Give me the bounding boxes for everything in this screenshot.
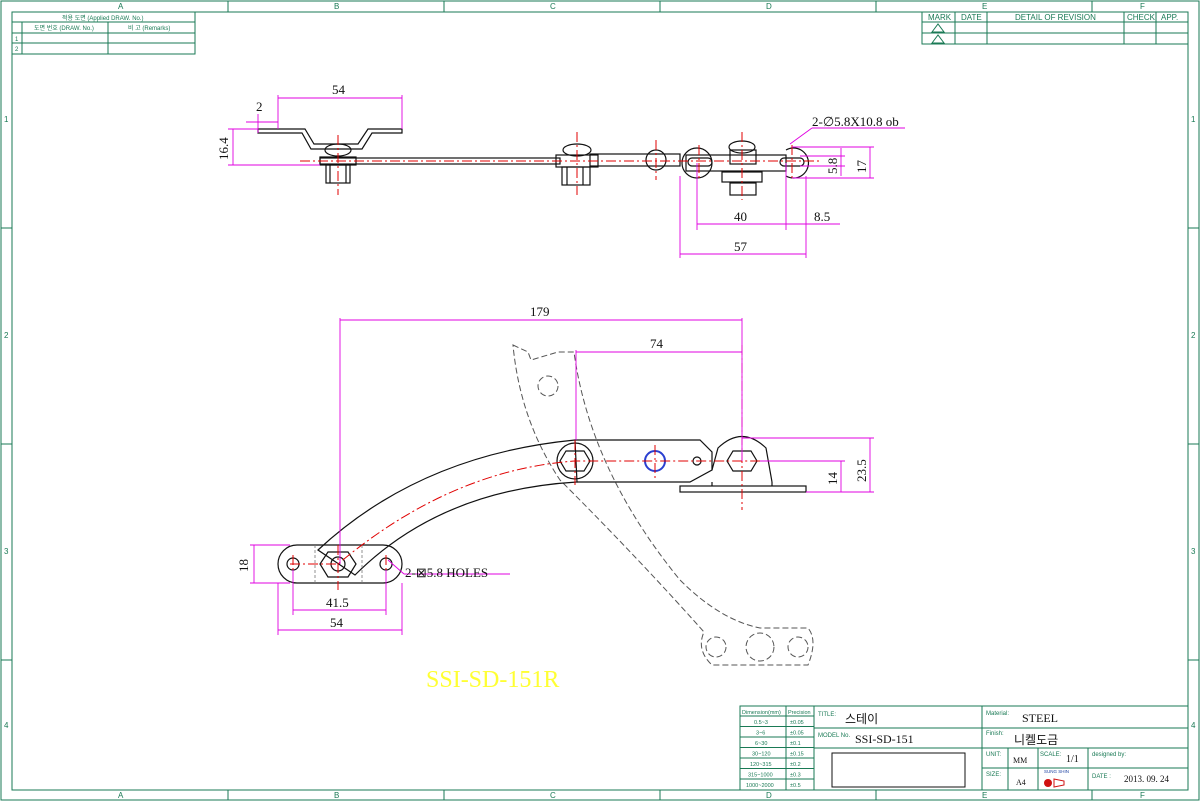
zone-label-right-3: 3 (1191, 547, 1196, 556)
zone-label-bottom-f: F (1140, 791, 1145, 800)
zone-label-bottom-d: D (766, 791, 772, 800)
revision-table: MARK DATE DETAIL OF REVISION CHECK APP. (921, 11, 1189, 45)
tolerance-row-5-prec: ±0.2 (790, 762, 801, 768)
tolerance-dim-header: Dimension(mm) (742, 710, 781, 716)
tolerance-row-7-prec: ±0.5 (790, 783, 801, 789)
zone-label-top-e: E (982, 2, 987, 11)
zone-label-top-c: C (550, 2, 556, 11)
material-label: Material: (986, 711, 1009, 717)
dim-top-8-5: 8.5 (814, 209, 830, 224)
tolerance-row-3-dim: 6~30 (755, 741, 767, 747)
scale-value: 1/1 (1066, 754, 1079, 765)
tolerance-row-7-dim: 1000~2000 (746, 783, 774, 789)
row-number-2: 2 (15, 47, 19, 53)
date-value: 2013. 09. 24 (1124, 774, 1170, 784)
dim-main-74: 74 (650, 336, 664, 351)
applied-drawing-header: 적용 도면 (Applied DRAW. No.) (62, 14, 144, 22)
designed-by-label: designed by: (1092, 752, 1126, 758)
tolerance-row-4-prec: ±0.15 (790, 752, 804, 758)
revision-detail-header: DETAIL OF REVISION (1015, 13, 1096, 22)
revision-check-header: CHECK (1127, 13, 1156, 22)
revision-date-header: DATE (961, 13, 982, 22)
main-view: 179 74 23.5 14 18 2-⊠5.8 HOLES 41.5 54 (236, 304, 874, 666)
applied-drawing-table: 적용 도면 (Applied DRAW. No.) 도면 번호 (DRAW. N… (11, 11, 196, 55)
tolerance-row-4-dim: 30~120 (752, 752, 771, 758)
scale-label: SCALE: (1040, 752, 1062, 758)
tolerance-row-3-prec: ±0.1 (790, 741, 801, 747)
tolerance-row-1-prec: ±0.05 (790, 720, 804, 726)
dim-top-16-4: 16.4 (216, 137, 231, 160)
revision-app-header: APP. (1161, 13, 1178, 22)
dim-main-54: 54 (330, 615, 344, 630)
tolerance-table: Dimension(mm) Precision 0.5~3 ±0.05 3~6 … (739, 705, 815, 791)
tolerance-row-2-dim: 3~6 (756, 731, 765, 737)
dim-main-14: 14 (825, 472, 840, 486)
finish-label: Finish: (986, 731, 1004, 737)
drawing-title: 스테이 (845, 712, 878, 726)
dim-main-23-5: 23.5 (854, 459, 869, 482)
dim-main-41-5: 41.5 (326, 595, 349, 610)
title-block: TITLE: 스테이 MODEL No. SSI-SD-151 Material… (813, 705, 1189, 791)
holes-callout: 2-⊠5.8 HOLES (405, 565, 488, 580)
material-value: STEEL (1022, 711, 1058, 725)
dim-top-40: 40 (734, 209, 747, 224)
tolerance-row-2-prec: ±0.05 (790, 731, 804, 737)
size-value: A4 (1016, 778, 1026, 787)
zone-label-right-2: 2 (1191, 331, 1196, 340)
slot-callout: 2-∅5.8X10.8 ob (812, 114, 899, 129)
dim-main-179: 179 (530, 304, 550, 319)
dim-top-57: 57 (734, 239, 748, 254)
part-number-label: SSI-SD-151R (426, 667, 559, 693)
zone-label-right-1: 1 (1191, 115, 1196, 124)
model-number: SSI-SD-151 (855, 732, 914, 746)
dim-top-2: 2 (256, 99, 263, 114)
dim-top-54: 54 (332, 82, 346, 97)
tolerance-precision-header: Precision (788, 710, 811, 716)
model-label: MODEL No. (818, 733, 850, 739)
tolerance-row-5-dim: 120~315 (750, 762, 772, 768)
unit-value: MM (1013, 756, 1027, 765)
tolerance-row-6-dim: 315~1000 (748, 773, 773, 779)
zone-label-left-3: 3 (4, 547, 9, 556)
remarks-header: 비 고 (Remarks) (128, 24, 170, 32)
zone-label-top-f: F (1140, 2, 1145, 11)
finish-value: 니켈도금 (1014, 733, 1058, 747)
zone-label-bottom-b: B (334, 791, 339, 800)
drawing-no-header: 도면 번호 (DRAW. No.) (34, 24, 94, 32)
dim-top-17: 17 (854, 160, 869, 174)
dim-main-18: 18 (236, 559, 251, 572)
top-view: 54 2 16.4 2-∅5.8X10.8 ob 17 5.8 40 8.5 5… (216, 82, 905, 258)
zone-label-left-1: 1 (4, 115, 9, 124)
zone-label-left-4: 4 (4, 721, 9, 730)
size-label: SIZE: (986, 772, 1001, 778)
zone-label-left-2: 2 (4, 331, 9, 340)
projection-symbol-icon (1044, 778, 1065, 788)
unit-label: UNIT: (986, 752, 1001, 758)
revision-triangle-icon (929, 23, 947, 44)
zone-label-bottom-c: C (550, 791, 556, 800)
revision-mark-header: MARK (928, 13, 952, 22)
zone-label-bottom-a: A (118, 791, 124, 800)
company-logo-text: SUNG SHIN (1044, 769, 1069, 774)
date-label: DATE : (1092, 774, 1111, 780)
zone-label-right-4: 4 (1191, 721, 1196, 730)
zone-label-top-d: D (766, 2, 772, 11)
dim-top-5-8: 5.8 (825, 158, 840, 174)
tolerance-row-6-prec: ±0.3 (790, 773, 801, 779)
row-number-1: 1 (15, 37, 19, 43)
zone-label-top-b: B (334, 2, 339, 11)
title-label: TITLE: (818, 712, 836, 718)
zone-label-bottom-e: E (982, 791, 987, 800)
tolerance-row-1-dim: 0.5~3 (754, 720, 768, 726)
zone-label-top-a: A (118, 2, 124, 11)
